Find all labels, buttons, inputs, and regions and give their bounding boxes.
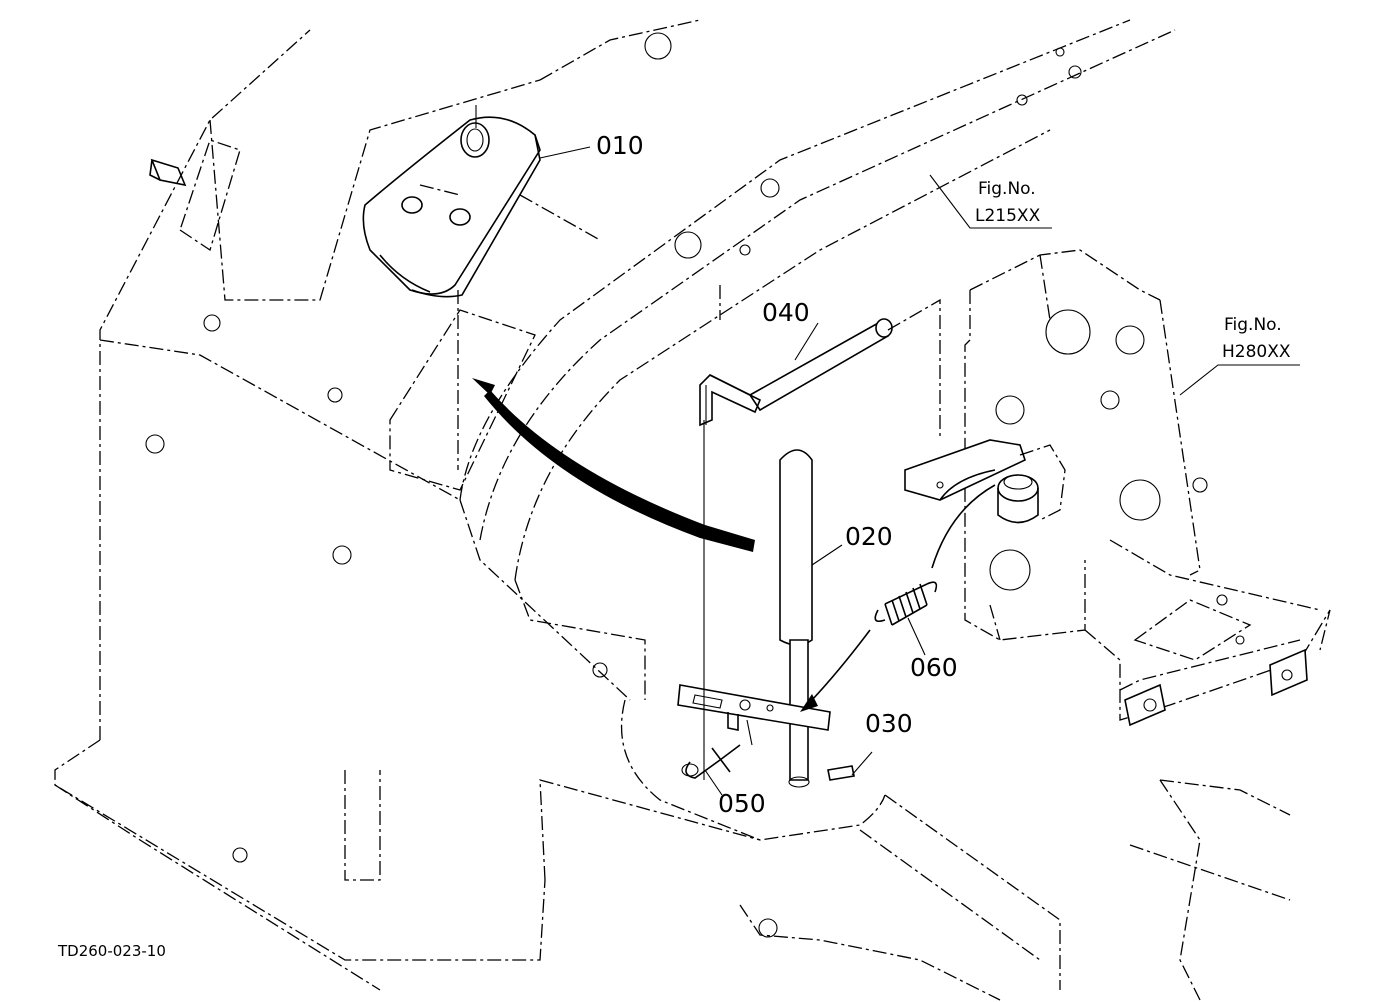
part-060-spring xyxy=(874,581,938,626)
label-020: 020 xyxy=(845,522,893,551)
housing-holes xyxy=(145,32,1082,938)
label-050: 050 xyxy=(718,789,766,818)
part-050-clip xyxy=(681,744,741,779)
label-030: 030 xyxy=(865,709,913,738)
part-010-bracket xyxy=(362,105,541,470)
leader-lines xyxy=(539,146,1300,796)
fig-ref-number: H280XX xyxy=(1222,342,1291,362)
part-020-lever xyxy=(779,449,813,788)
fig-ref-l215xx: Fig.No. L215XX xyxy=(975,179,1041,226)
fig-ref-number: L215XX xyxy=(975,206,1041,226)
housing-outline xyxy=(54,19,1291,1001)
doc-id: TD260-023-10 xyxy=(57,942,166,960)
part-040-pin xyxy=(699,298,941,440)
label-040: 040 xyxy=(762,298,810,327)
dowel-pin xyxy=(149,158,187,187)
lever-plate xyxy=(677,684,831,746)
fig-ref-label: Fig.No. xyxy=(978,179,1036,199)
right-bracket-assembly xyxy=(904,249,1331,727)
part-labels: 010 020 030 040 050 060 xyxy=(596,131,958,818)
part-030-pin xyxy=(827,765,855,781)
fig-ref-label: Fig.No. xyxy=(1224,315,1282,335)
label-060: 060 xyxy=(910,653,958,682)
fig-ref-h280xx: Fig.No. H280XX xyxy=(1222,315,1291,362)
label-010: 010 xyxy=(596,131,644,160)
assembly-arrows xyxy=(472,378,996,712)
